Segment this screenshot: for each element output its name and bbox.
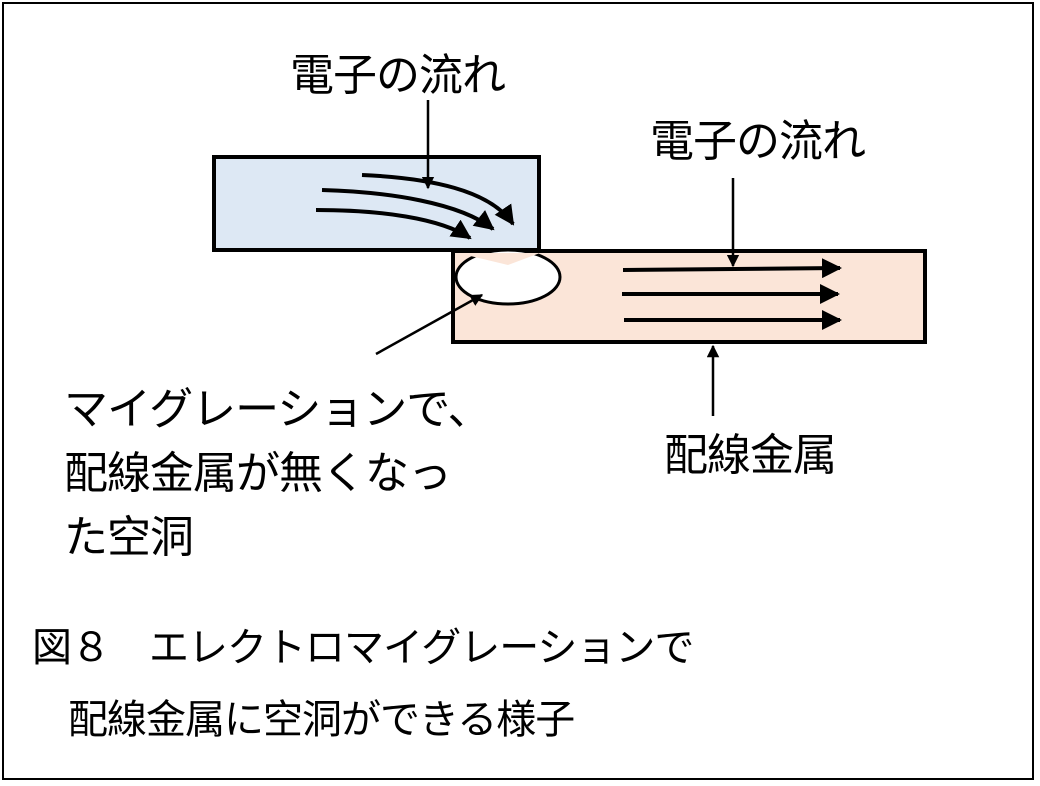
caption-line-1: 図８ エレクトロマイグレーションで [32, 625, 694, 671]
electron-flow-curve-2 [321, 188, 495, 231]
label-wiring-metal: 配線金属 [664, 430, 837, 481]
label-void-line-3: た空洞 [64, 512, 194, 563]
electron-flow-line-1 [622, 258, 842, 279]
electron-flow-curve-1 [361, 173, 515, 226]
caption-line-2: 配線金属に空洞ができる様子 [68, 697, 575, 743]
void [454, 248, 562, 306]
upper-wire [212, 155, 541, 252]
label-void-line-1: マイグレーションで、 [64, 384, 491, 435]
void-top-shading [458, 253, 540, 265]
label-void-line-2: 配線金属が無くなっ [64, 448, 452, 499]
pointer-void [375, 293, 484, 356]
label-electron-flow-top: 電子の流れ [290, 50, 506, 101]
electron-flow-curve-3 [315, 208, 472, 240]
label-electron-flow-right: 電子の流れ [650, 116, 866, 167]
